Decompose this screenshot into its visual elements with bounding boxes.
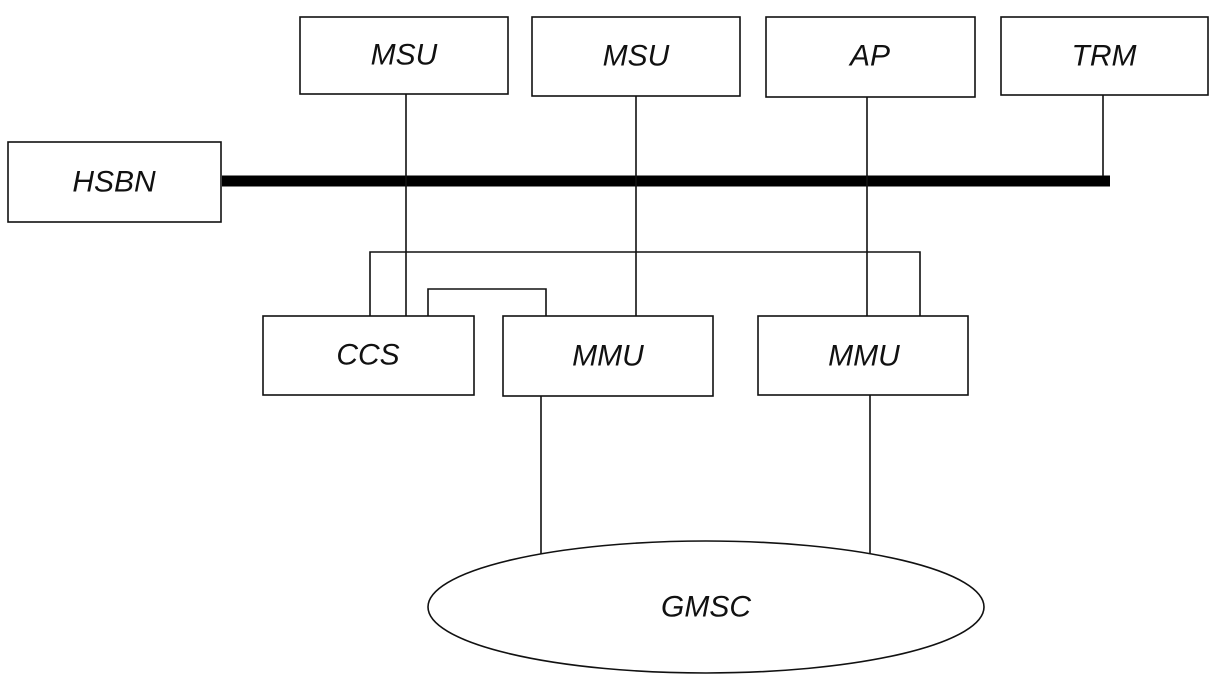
node-ccs: CCS	[262, 315, 475, 396]
connections	[222, 94, 1110, 557]
ccs-to-mmu-1-loop	[427, 288, 547, 316]
node-ap: AP	[765, 16, 976, 98]
node-msu-2: MSU	[531, 16, 741, 97]
hsbn-box	[7, 141, 222, 223]
msu-1-label: MSU	[371, 39, 438, 72]
trm-box	[1000, 16, 1209, 96]
node-gmsc: GMSC	[427, 540, 985, 674]
mmu-1-label: MMU	[572, 340, 644, 373]
ccs-to-mmu-2-loop	[369, 251, 921, 316]
msu-2-label: MSU	[603, 40, 670, 73]
mmu-1-box	[502, 315, 714, 397]
mmu-2-label: MMU	[828, 340, 900, 373]
hsbn-label: HSBN	[72, 166, 156, 199]
msu-2-box	[531, 16, 741, 97]
ap-box	[765, 16, 976, 98]
node-mmu-2: MMU	[757, 315, 969, 396]
trm-label: TRM	[1072, 40, 1137, 73]
node-msu-1: MSU	[299, 16, 509, 95]
ap-label: AP	[848, 40, 890, 73]
gmsc-ellipse	[427, 540, 985, 674]
node-mmu-1: MMU	[502, 315, 714, 397]
node-trm: TRM	[1000, 16, 1209, 96]
ccs-label: CCS	[336, 339, 399, 372]
gmsc-label: GMSC	[661, 591, 751, 624]
ccs-box	[262, 315, 475, 396]
node-hsbn: HSBN	[7, 141, 222, 223]
msu-1-box	[299, 16, 509, 95]
mmu-2-box	[757, 315, 969, 396]
